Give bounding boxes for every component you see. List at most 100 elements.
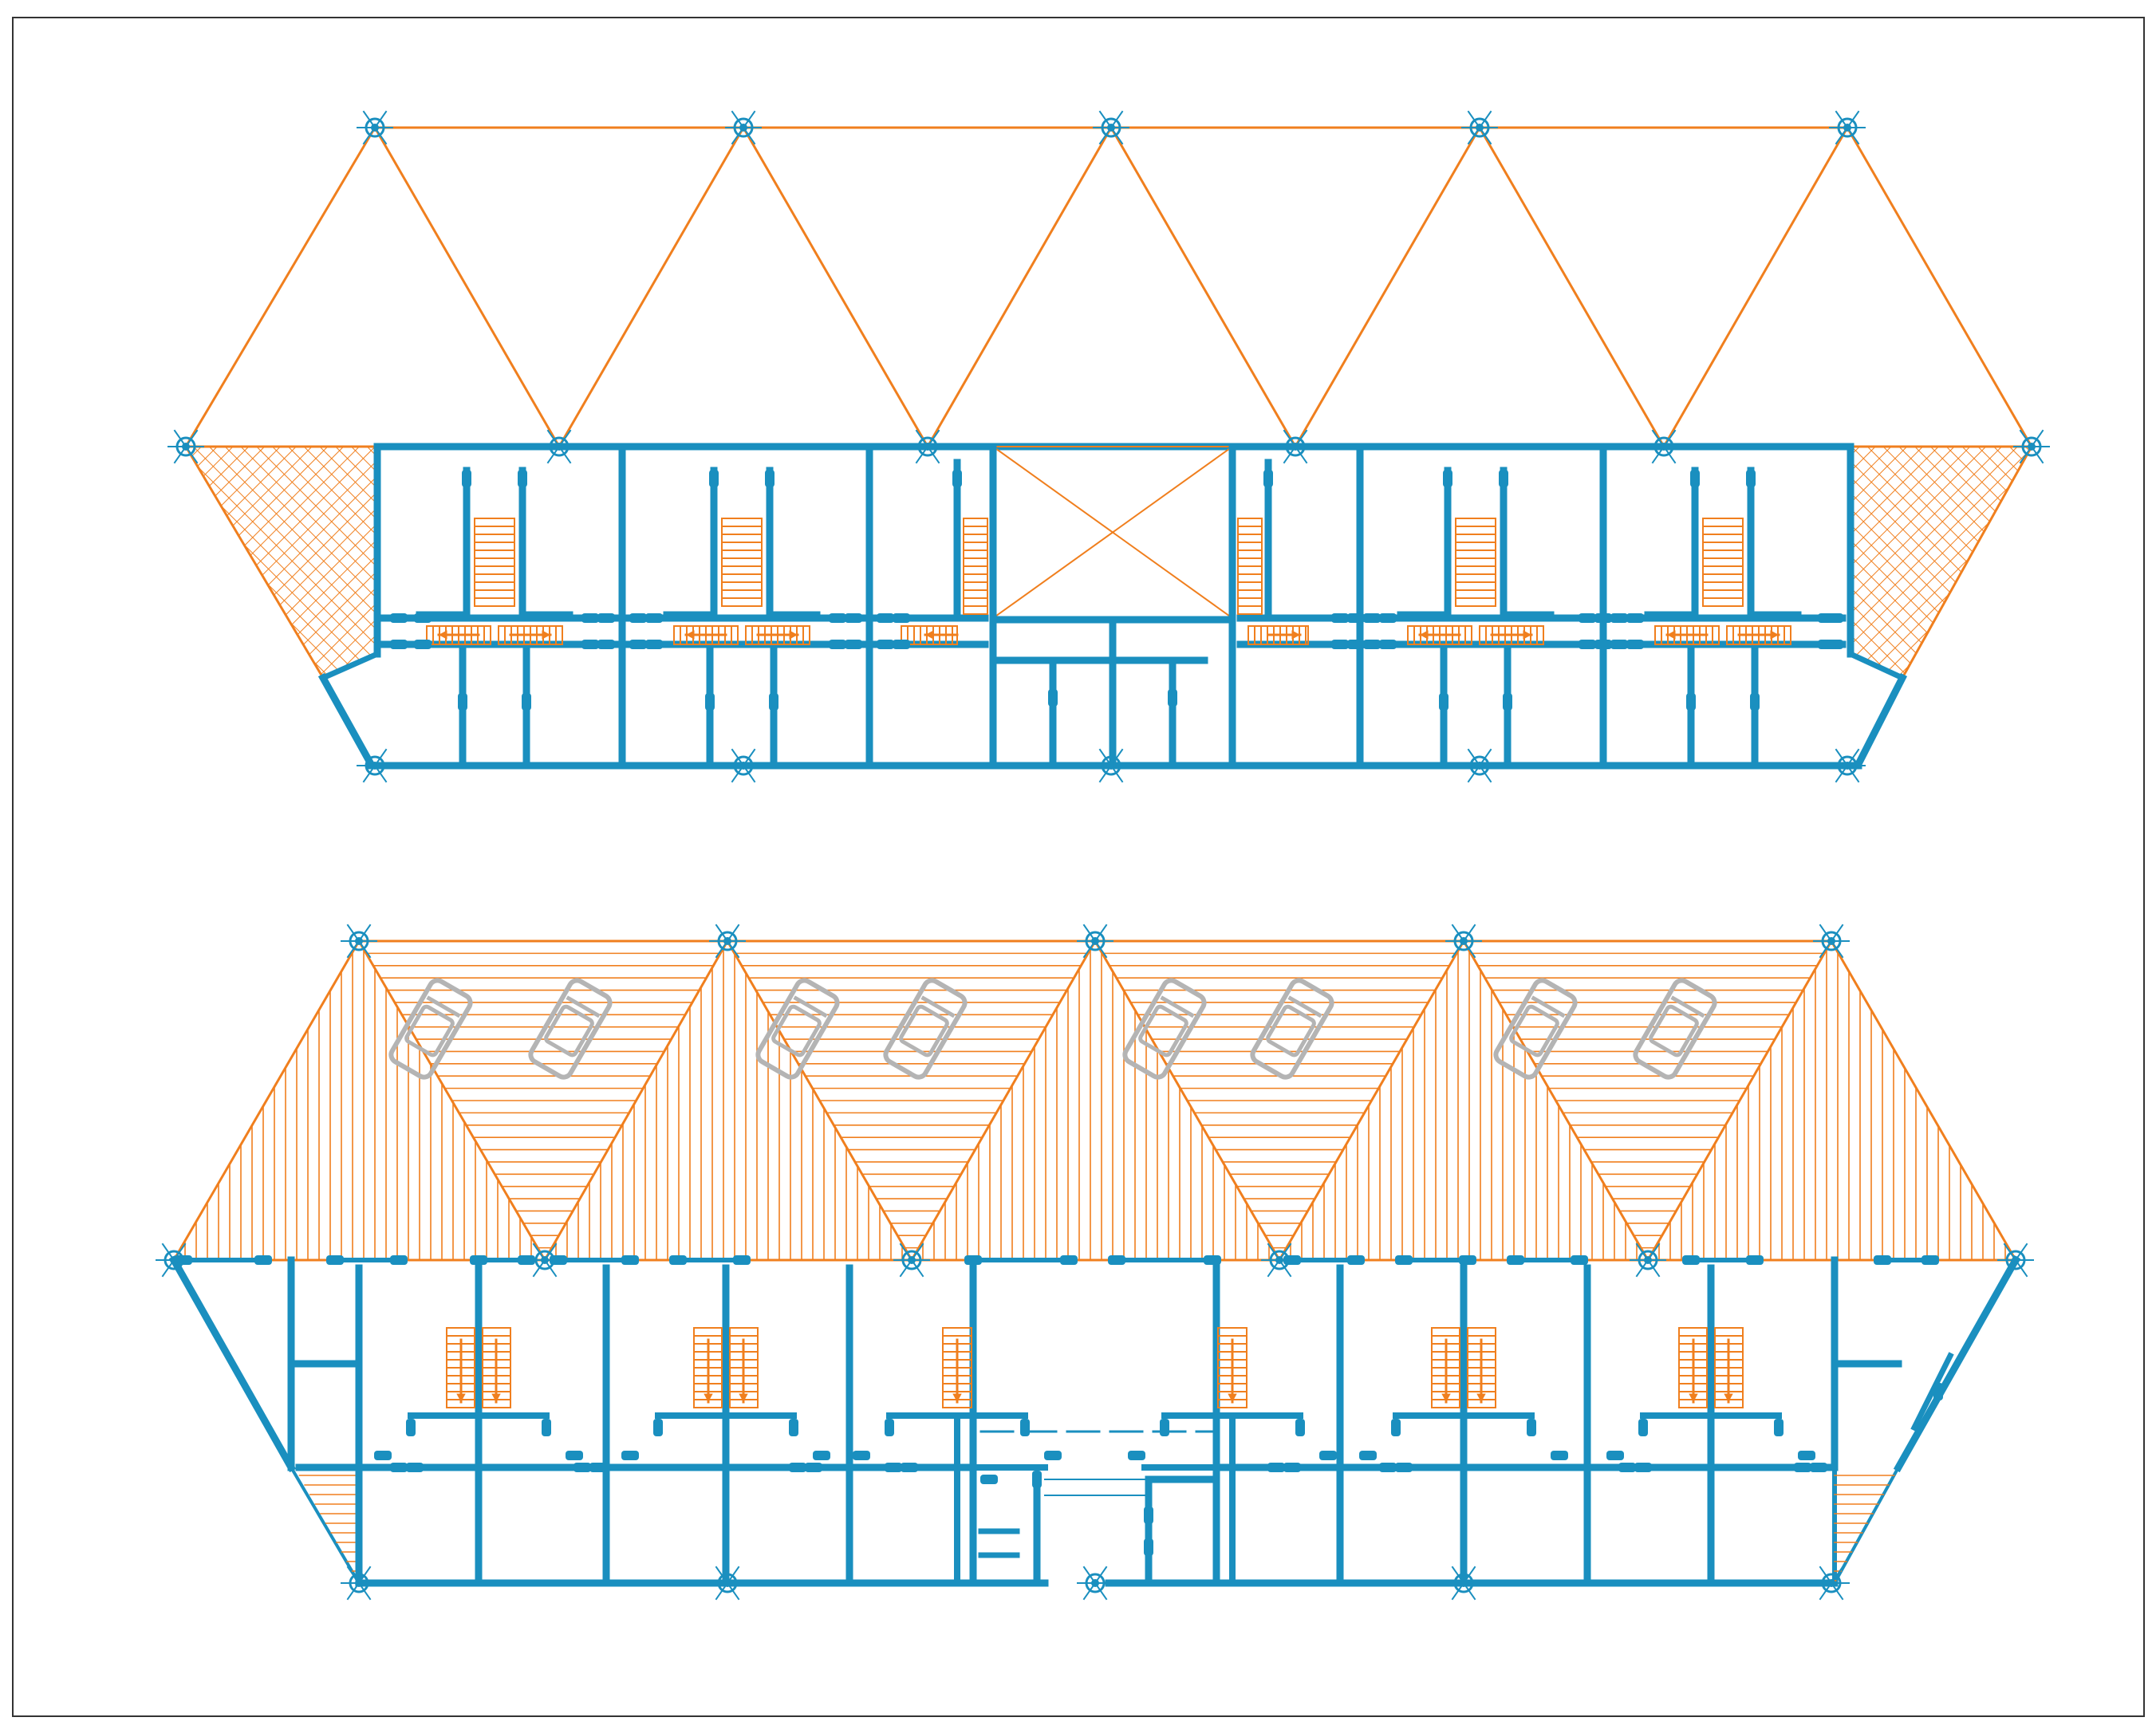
arrow-head [1523, 630, 1531, 640]
door-jamb [406, 1463, 424, 1472]
car-windshield [426, 995, 461, 1018]
column-marker-icon [1829, 110, 1866, 145]
void-cross [991, 445, 1234, 620]
door-jamb [390, 640, 408, 649]
car-cabin [1138, 1004, 1188, 1058]
door-jamb [518, 470, 527, 487]
stair-arrow-icon [1490, 630, 1533, 640]
door-jamb [1626, 640, 1644, 649]
door-jamb [1594, 640, 1612, 649]
door-jamb [589, 1463, 607, 1472]
door-jamb [893, 640, 910, 649]
door-jamb [1363, 640, 1381, 649]
door-jamb [813, 1451, 830, 1460]
door-jamb [829, 640, 846, 649]
truss-diagonal [1293, 125, 1482, 449]
door-jamb [901, 1463, 918, 1472]
door-jamb [390, 1463, 408, 1472]
car-windshield [1531, 995, 1566, 1018]
car-body [388, 978, 473, 1080]
arrow-head [925, 630, 934, 640]
column-marker-icon [357, 748, 393, 783]
door-jamb [1443, 470, 1452, 487]
stair-arrow-icon [456, 1338, 466, 1404]
door-jamb [522, 693, 531, 711]
stair-arrow-icon [1441, 1338, 1451, 1404]
stair-outline [1455, 518, 1496, 607]
door-jamb [845, 640, 862, 649]
truss-diagonal [542, 939, 730, 1262]
door-jamb [1527, 1419, 1536, 1436]
door-jamb [1267, 1463, 1285, 1472]
car-icon [1493, 978, 1578, 1080]
car-cabin [1509, 1004, 1559, 1058]
truss-diagonal [1093, 939, 1282, 1262]
stair-outline [474, 518, 515, 607]
car-icon [883, 978, 968, 1080]
door-jamb [1610, 613, 1628, 623]
column-marker-icon [1829, 748, 1866, 783]
door-jamb [1874, 1255, 1891, 1265]
arrow-head [1667, 630, 1676, 640]
door-jamb [669, 1255, 687, 1265]
door-jamb [1439, 693, 1449, 711]
car-windshield [920, 995, 956, 1018]
wall-segment [1910, 1352, 1954, 1432]
door-jamb [1347, 613, 1365, 623]
hatched-end-left [183, 445, 379, 679]
door-jamb [829, 613, 846, 623]
door-jamb [1060, 1255, 1078, 1265]
door-jamb [462, 470, 471, 487]
door-jamb [1810, 1463, 1827, 1472]
stair-arrow-icon [1476, 1338, 1486, 1404]
stair-arrow-icon [509, 630, 552, 640]
unit-core [1644, 467, 1802, 770]
truss-diagonal [1277, 939, 1466, 1262]
stair-arrow-icon [684, 630, 727, 640]
column-marker-icon [725, 748, 762, 783]
truss-diagonal [1845, 125, 2034, 449]
door-jamb [542, 1419, 551, 1436]
door-jamb [1108, 1255, 1125, 1265]
door-jamb [1579, 640, 1596, 649]
door-jamb [1395, 1255, 1413, 1265]
door-jamb [1551, 1451, 1568, 1460]
stair-arrow-icon [739, 1338, 748, 1404]
door-jamb [1144, 1507, 1153, 1524]
car-windshield [1287, 995, 1322, 1018]
stair-arrow-icon [1228, 1338, 1237, 1404]
column-marker-icon [893, 1243, 930, 1278]
door-jamb [645, 613, 663, 623]
stair [474, 518, 515, 607]
car-icon [528, 978, 613, 1080]
door-jamb [566, 1451, 583, 1460]
column-marker-icon [1077, 924, 1113, 959]
stair-arrow-icon [437, 630, 480, 640]
door-jamb [1798, 1451, 1815, 1460]
car-windshield [793, 995, 828, 1018]
door-jamb [1571, 1255, 1588, 1265]
column-marker-icon [1445, 1566, 1482, 1601]
truss-diagonal [1661, 125, 1850, 449]
door-jamb [1507, 1255, 1524, 1265]
door-jamb [1283, 1463, 1301, 1472]
door-jamb [1331, 613, 1349, 623]
door-jamb [853, 1451, 870, 1460]
door-jamb [326, 1255, 344, 1265]
stair [1702, 518, 1744, 607]
column-marker-icon [341, 1566, 377, 1601]
column-marker-icon [541, 429, 577, 464]
unit-core [1128, 1327, 1337, 1586]
car-cabin [771, 1004, 822, 1058]
truss-diagonal [372, 125, 562, 449]
door-jamb [1363, 613, 1381, 623]
door-jamb [1168, 689, 1177, 707]
door-jamb [885, 1419, 894, 1436]
car-cabin [899, 1004, 949, 1058]
door-jamb [254, 1255, 272, 1265]
corner-hatch-right [1834, 1475, 1895, 1581]
door-jamb [597, 640, 615, 649]
door-jamb [952, 470, 962, 487]
door-jamb [1774, 1419, 1784, 1436]
